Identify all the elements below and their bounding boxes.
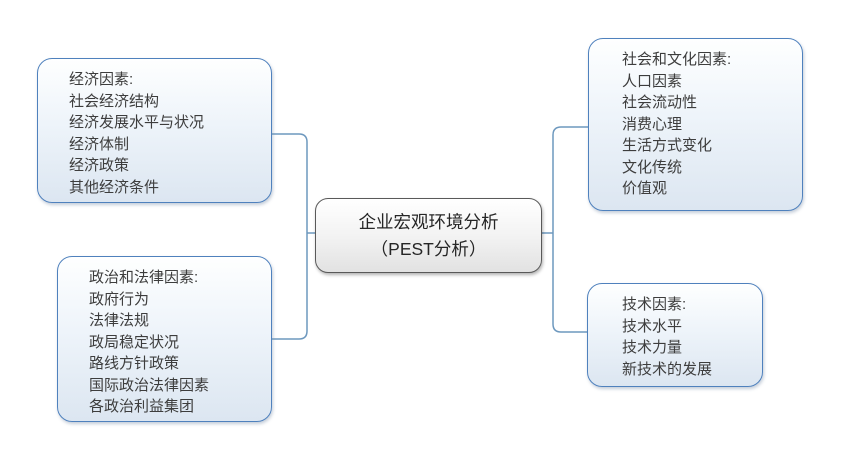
node-line: 技术水平 [622,317,683,335]
node-line: 消费心理 [622,115,683,133]
node-economic-factors: 经济因素: 社会经济结构 经济发展水平与状况 经济体制 经济政策 其他经济条件 [37,58,272,203]
node-line: 各政治利益集团 [89,398,195,415]
node-line: 技术因素: [622,296,687,313]
node-line: 经济因素: [69,71,134,88]
node-line: 社会经济结构 [69,92,160,110]
node-line: 其他经济条件 [69,178,160,196]
center-subtitle-line: （PEST分析） [370,238,487,259]
node-line: 社会和文化因素: [622,51,732,68]
node-line: 经济政策 [69,157,130,174]
node-line: 经济体制 [69,135,130,153]
left-bracket-connector [272,133,308,340]
node-social-cultural-factors: 社会和文化因素: 人口因素 社会流动性 消费心理 生活方式变化 文化传统 价值观 [588,38,803,211]
node-line: 政府行为 [89,290,150,308]
node-line: 生活方式变化 [622,137,713,154]
node-political-legal-factors: 政治和法律因素: 政府行为 法律法规 政局稳定状况 路线方针政策 国际政治法律因… [57,256,272,422]
node-line: 新技术的发展 [622,360,713,378]
node-line: 技术力量 [622,339,683,356]
right-bracket-connector [552,126,588,333]
node-line: 文化传统 [622,158,683,176]
node-line: 价值观 [622,180,668,197]
node-line: 国际政治法律因素 [89,376,210,394]
node-line: 经济发展水平与状况 [69,114,205,131]
center-title-line: 企业宏观环境分析 [358,211,499,232]
node-line: 社会流动性 [622,94,698,111]
node-line: 政局稳定状况 [89,333,180,351]
node-technology-factors: 技术因素: 技术水平 技术力量 新技术的发展 [587,283,763,387]
node-line: 路线方针政策 [89,355,180,372]
node-line: 人口因素 [622,72,683,90]
node-line: 政治和法律因素: [89,269,199,286]
node-line: 法律法规 [89,312,150,329]
node-center-pest-analysis: 企业宏观环境分析 （PEST分析） [315,198,542,273]
